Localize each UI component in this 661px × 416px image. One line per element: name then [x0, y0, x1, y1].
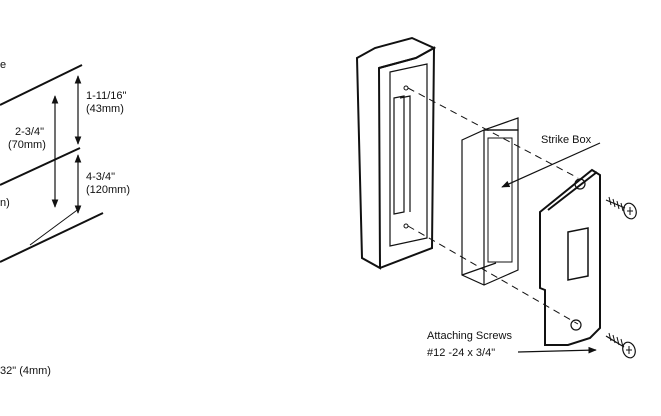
label-n-fragment: n)	[0, 197, 10, 209]
label-4-3-4: 4-3/4"	[86, 171, 115, 183]
alignment-lines	[407, 87, 579, 325]
jamb-line-bottom	[0, 212, 104, 263]
jamb-screw-hole-bottom	[403, 223, 409, 229]
label-screw-spec: #12 -24 x 3/4"	[427, 347, 495, 359]
strike-plate-screw-hole-top	[574, 178, 586, 190]
label-32-4mm: 32" (4mm)	[0, 365, 51, 377]
jamb-line-top	[0, 64, 83, 106]
dimension-drawing: e 1-11/16" (43mm) 2-3/4" (70mm) 4-3/4" (…	[0, 59, 130, 377]
screws-leader-arrow	[517, 346, 597, 354]
label-120mm: (120mm)	[86, 184, 130, 196]
jamb-screw-hole-top	[403, 85, 409, 91]
label-43mm: (43mm)	[86, 103, 124, 115]
strike-box-leader-arrow	[501, 142, 601, 188]
label-70mm: (70mm)	[8, 139, 46, 151]
strike-plate	[539, 168, 601, 346]
label-attaching-screws: Attaching Screws	[427, 330, 512, 342]
jamb-line-inner	[29, 207, 81, 246]
exploded-assembly: Strike Box Attaching Screws #12 -24 x 3/…	[355, 36, 637, 359]
label-e-fragment: e	[0, 59, 6, 71]
label-1-11-16: 1-11/16"	[86, 90, 126, 102]
screw-top-icon	[605, 196, 637, 220]
door-jamb	[355, 36, 437, 270]
strike-plate-screw-hole-bottom	[570, 319, 582, 331]
screw-bottom-icon	[605, 332, 636, 359]
jamb-line-middle	[0, 147, 81, 186]
strike-plate-opening	[567, 227, 589, 281]
label-strike-box: Strike Box	[541, 134, 592, 146]
label-2-3-4: 2-3/4"	[15, 126, 44, 138]
strike-box	[461, 117, 519, 286]
